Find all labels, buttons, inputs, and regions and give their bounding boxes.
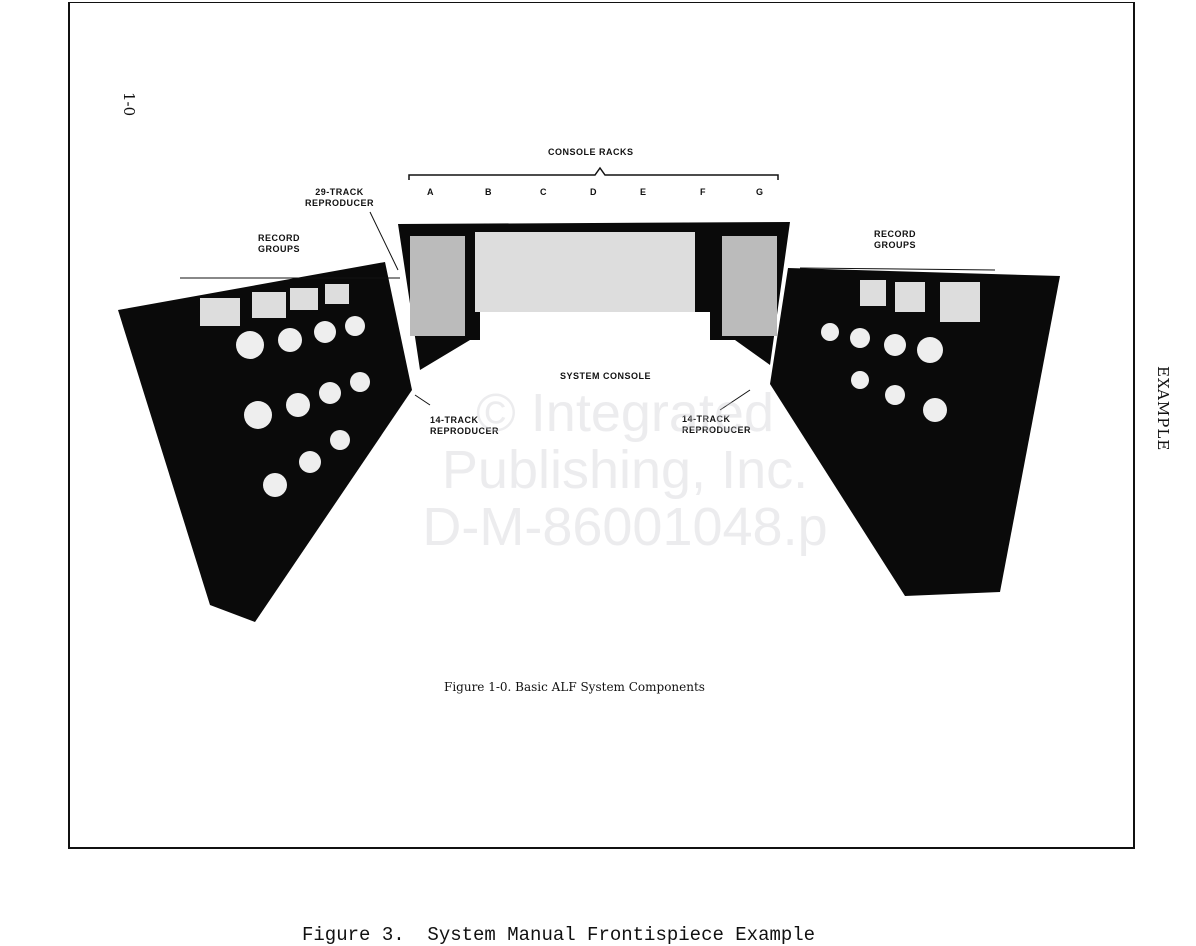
watermark-line: Publishing, Inc. (441, 440, 809, 500)
rack-label-e: E (640, 187, 647, 197)
rack-label-a: A (427, 187, 434, 197)
reproducer-29-label: 29-TRACK REPRODUCER (305, 187, 375, 208)
reproducer-14-left-label: 14-TRACK REPRODUCER (430, 415, 500, 436)
system-console-label: SYSTEM CONSOLE (560, 371, 652, 381)
side-label: EXAMPLE (1154, 366, 1172, 452)
tape-reels (236, 316, 947, 497)
figure-caption: Figure 1-0. Basic ALF System Components (444, 680, 705, 694)
record-groups-right-label: RECORD GROUPS (874, 229, 917, 250)
watermark-line: D-M-86001048.p (422, 497, 828, 557)
console-panel (475, 232, 695, 312)
record-groups-left-label: RECORD GROUPS (258, 233, 301, 254)
rack-label-d: D (590, 187, 597, 197)
right-record-group-rack (770, 268, 1060, 596)
reproducer-14-right-label: 14-TRACK REPRODUCER (682, 414, 752, 435)
console-racks-bracket (408, 166, 779, 180)
console-racks-label: CONSOLE RACKS (548, 147, 634, 157)
watermark: © Integrated Publishing, Inc. D-M-860010… (345, 385, 905, 556)
left-record-group-rack (118, 262, 412, 622)
watermark-line: © Integrated (476, 383, 774, 443)
rack-label-c: C (540, 187, 547, 197)
rack-label-b: B (485, 187, 492, 197)
document-caption: Figure 3. System Manual Frontispiece Exa… (302, 924, 816, 946)
page-number: 1-0 (120, 92, 138, 117)
rack-label-g: G (756, 187, 764, 197)
rack-label-f: F (700, 187, 706, 197)
figure-frame (68, 2, 1135, 849)
